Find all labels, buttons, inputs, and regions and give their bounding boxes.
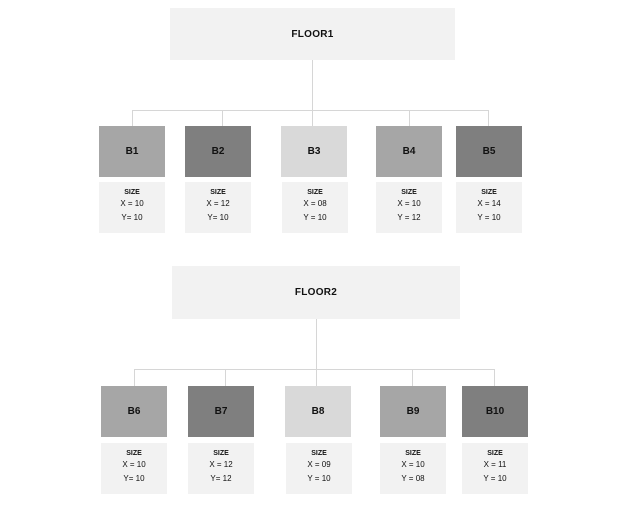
block-b8-size-x: X = 09 xyxy=(307,460,331,469)
block-b3-label: B3 xyxy=(307,146,321,157)
block-b6-size-label: SIZE xyxy=(126,450,142,457)
block-b8-size-label: SIZE xyxy=(311,450,327,457)
floor-2-drop-b9 xyxy=(412,369,413,386)
block-b7: B7 xyxy=(188,386,254,437)
block-b8-size-y: Y = 10 xyxy=(307,474,331,483)
block-b9: B9 xyxy=(380,386,446,437)
floor-1-branch-connector xyxy=(132,110,489,111)
block-b1-size-label: SIZE xyxy=(124,189,140,196)
block-b5: B5 xyxy=(456,126,522,177)
block-b5-size-box: SIZE X = 14 Y = 10 xyxy=(456,182,522,233)
block-b6-size-box: SIZE X = 10 Y= 10 xyxy=(101,443,167,494)
block-b3-size-box: SIZE X = 08 Y = 10 xyxy=(282,182,348,233)
block-b5-size-y: Y = 10 xyxy=(477,213,501,222)
block-b4-size-label: SIZE xyxy=(401,189,417,196)
block-b4: B4 xyxy=(376,126,442,177)
block-b4-size-x: X = 10 xyxy=(397,199,421,208)
block-b1-size-box: SIZE X = 10 Y= 10 xyxy=(99,182,165,233)
block-b2: B2 xyxy=(185,126,251,177)
block-b9-size-x: X = 10 xyxy=(401,460,425,469)
block-b1-size-x: X = 10 xyxy=(120,199,144,208)
block-b7-label: B7 xyxy=(214,406,228,417)
floor-2-drop-b6 xyxy=(134,369,135,386)
block-b6: B6 xyxy=(101,386,167,437)
block-b3: B3 xyxy=(281,126,347,177)
block-b10: B10 xyxy=(462,386,528,437)
block-b4-size-box: SIZE X = 10 Y = 12 xyxy=(376,182,442,233)
block-b1: B1 xyxy=(99,126,165,177)
block-b9-size-label: SIZE xyxy=(405,450,421,457)
floor-1-drop-b5 xyxy=(488,110,489,126)
block-b1-label: B1 xyxy=(125,146,139,157)
block-b10-label: B10 xyxy=(485,406,505,417)
block-b5-size-label: SIZE xyxy=(481,189,497,196)
block-b10-size-label: SIZE xyxy=(487,450,503,457)
block-b4-label: B4 xyxy=(402,146,416,157)
block-b6-size-y: Y= 10 xyxy=(123,474,145,483)
floor-1-trunk-connector xyxy=(312,60,313,126)
floor-1-drop-b2 xyxy=(222,110,223,126)
block-b2-size-label: SIZE xyxy=(210,189,226,196)
block-b5-size-x: X = 14 xyxy=(477,199,501,208)
floor-2-drop-b7 xyxy=(225,369,226,386)
floor-2-box: FLOOR2 xyxy=(172,266,460,319)
block-b7-size-box: SIZE X = 12 Y= 12 xyxy=(188,443,254,494)
block-b10-size-x: X = 11 xyxy=(483,460,507,469)
block-b10-size-y: Y = 10 xyxy=(483,474,507,483)
floor-1-drop-b4 xyxy=(409,110,410,126)
block-b2-size-box: SIZE X = 12 Y= 10 xyxy=(185,182,251,233)
floor-1-box: FLOOR1 xyxy=(170,8,455,60)
floor-2-branch-connector xyxy=(134,369,494,370)
block-b2-size-x: X = 12 xyxy=(206,199,230,208)
block-b4-size-y: Y = 12 xyxy=(397,213,421,222)
block-b7-size-label: SIZE xyxy=(213,450,229,457)
block-b9-size-y: Y = 08 xyxy=(401,474,425,483)
block-b1-size-y: Y= 10 xyxy=(121,213,143,222)
floor-2-drop-b10 xyxy=(494,369,495,386)
floor-1-label: FLOOR1 xyxy=(291,28,334,40)
floor-2-trunk-connector xyxy=(316,319,317,386)
floor-1-drop-b1 xyxy=(132,110,133,126)
block-b8-label: B8 xyxy=(311,406,325,417)
block-b8: B8 xyxy=(285,386,351,437)
block-b6-label: B6 xyxy=(127,406,141,417)
block-b3-size-x: X = 08 xyxy=(303,199,327,208)
block-b9-label: B9 xyxy=(406,406,420,417)
block-b2-size-y: Y= 10 xyxy=(207,213,229,222)
block-b3-size-y: Y = 10 xyxy=(303,213,327,222)
block-b7-size-x: X = 12 xyxy=(209,460,233,469)
block-b10-size-box: SIZE X = 11 Y = 10 xyxy=(462,443,528,494)
floor-2-label: FLOOR2 xyxy=(294,287,338,298)
block-b5-label: B5 xyxy=(482,146,496,157)
block-b3-size-label: SIZE xyxy=(307,189,323,196)
block-b9-size-box: SIZE X = 10 Y = 08 xyxy=(380,443,446,494)
block-b7-size-y: Y= 12 xyxy=(210,474,232,483)
block-b2-label: B2 xyxy=(211,146,225,157)
block-b8-size-box: SIZE X = 09 Y = 10 xyxy=(286,443,352,494)
block-b6-size-x: X = 10 xyxy=(122,460,146,469)
